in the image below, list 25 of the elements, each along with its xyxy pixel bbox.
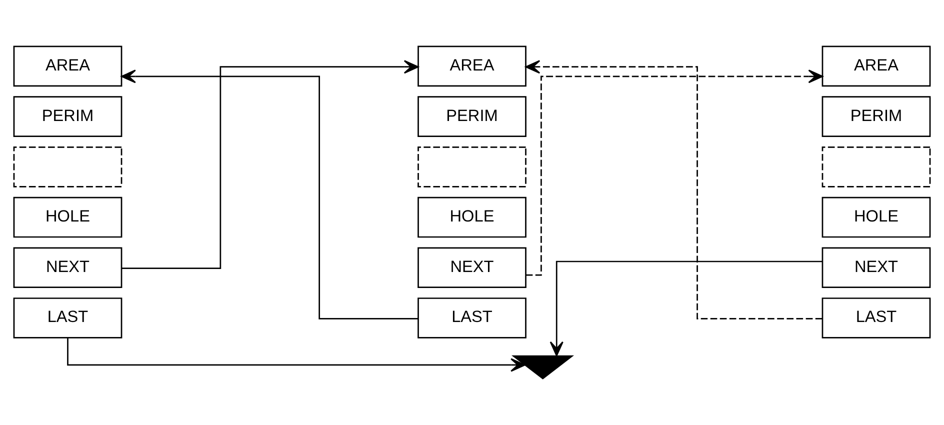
node-box: HOLE [822,196,931,238]
node-box: HOLE [13,196,122,238]
node-box: HOLE [418,196,526,238]
arrow [121,70,418,320]
node-box: AREA [418,46,526,87]
arrow [526,70,824,276]
node-box: LAST [13,298,122,338]
node-box: LAST [418,298,526,338]
arrow [550,260,822,356]
node-box: NEXT [822,247,931,288]
node-box: NEXT [418,247,526,288]
node-ground [512,355,574,380]
node-box: NEXT [13,247,122,288]
arrow [122,60,419,269]
node-box: PERIM [13,96,122,137]
arrow [525,60,822,320]
node-box: LAST [822,298,931,338]
node-box [13,146,122,188]
node-box: PERIM [822,96,931,137]
node-box [418,146,526,188]
node-box: AREA [13,46,122,87]
node-box: PERIM [418,96,526,137]
node-box: AREA [822,46,931,87]
node-box [822,146,931,188]
arrow [67,338,526,372]
